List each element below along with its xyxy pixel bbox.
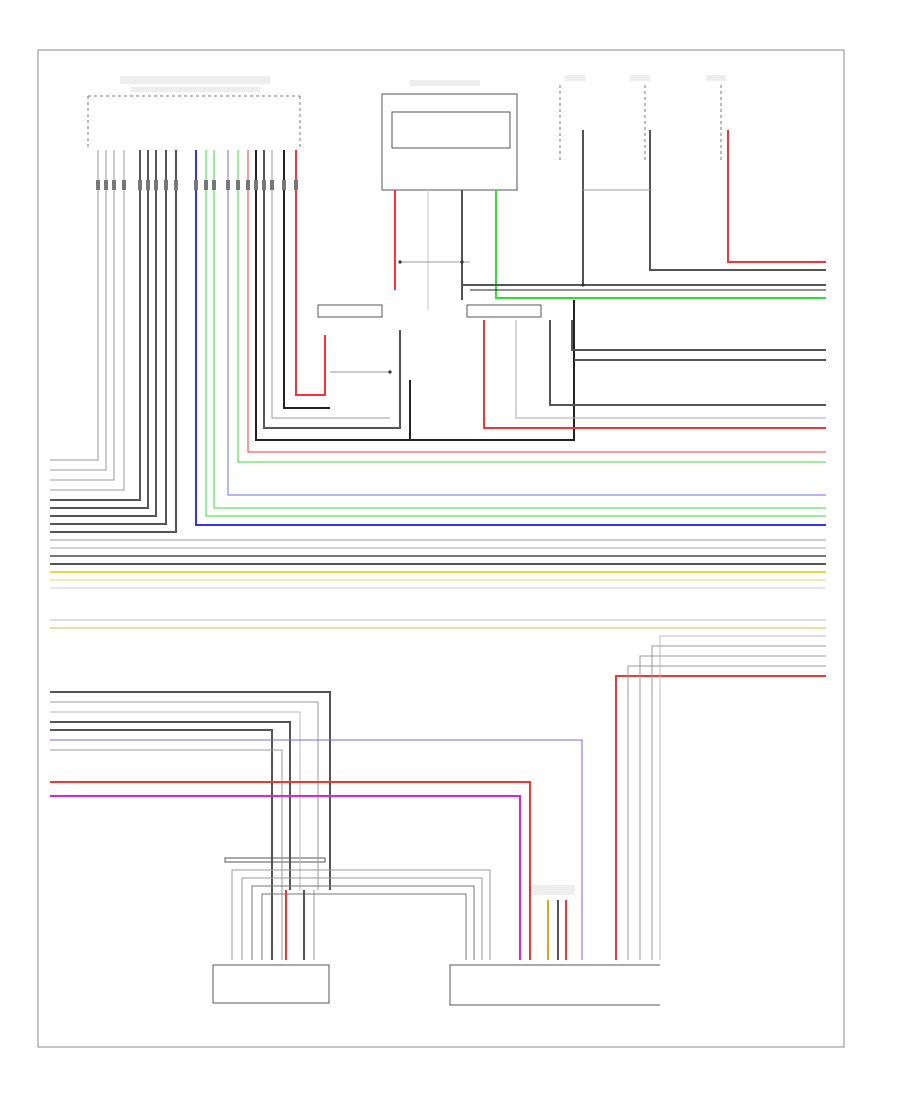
diagram-frame xyxy=(37,49,845,1048)
center-junction-box xyxy=(381,80,518,191)
junction-block-left xyxy=(317,304,383,318)
top-left-connector xyxy=(87,76,301,150)
top-left-connector-label-block xyxy=(120,76,270,84)
bottom-right-unit xyxy=(449,885,660,1006)
junction-dots xyxy=(388,260,585,374)
bottom-left-unit xyxy=(212,857,330,1004)
wire-bundle xyxy=(50,130,826,960)
connector-pins xyxy=(96,180,298,190)
right-top-connectors xyxy=(559,75,726,160)
junction-block-right xyxy=(466,304,542,318)
